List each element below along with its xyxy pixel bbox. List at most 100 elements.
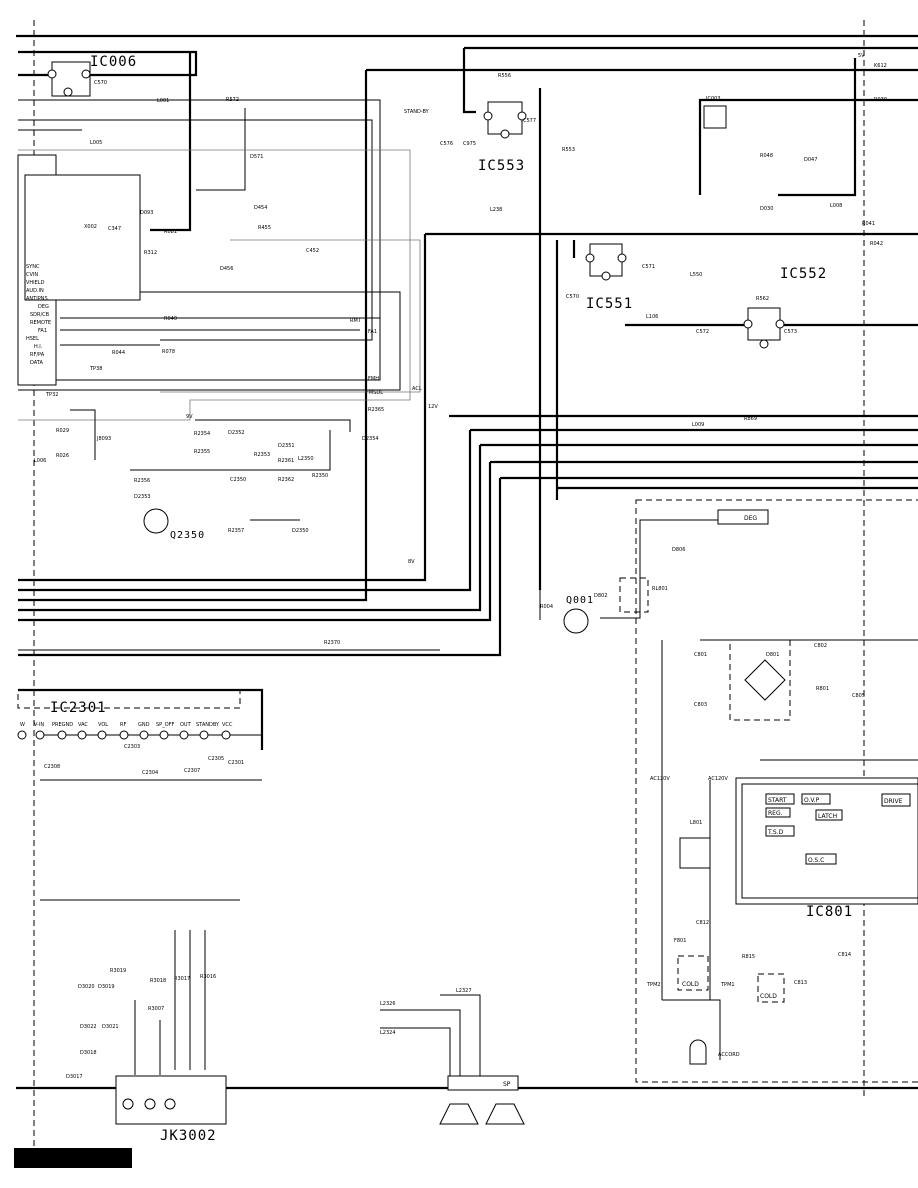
svg-text:SDR/CB: SDR/CB: [30, 312, 50, 318]
ref-f801: F801: [674, 938, 686, 944]
ref-r041: R041: [862, 221, 875, 227]
ref-r2361: R2361: [278, 458, 294, 464]
ref-c801: C801: [694, 652, 707, 658]
ic006-pin3: [63, 87, 73, 97]
wire-gray-1: [18, 149, 411, 421]
ref-r040: R040: [164, 316, 177, 322]
cold-box-2: [757, 973, 785, 1003]
ic006-label: IC006: [90, 54, 137, 70]
svg-text:STANDBY: STANDBY: [196, 722, 220, 728]
ref-l238: L238: [490, 207, 502, 213]
label-tpm2: TPM2: [646, 982, 661, 988]
power-section-frame: [635, 499, 918, 1083]
ref-d571: D571: [250, 154, 263, 160]
ref-d2350: D2350: [292, 528, 309, 534]
speaker-left: [439, 1103, 479, 1125]
ref-r572: R572: [226, 97, 239, 103]
ref-r048: R048: [760, 153, 773, 159]
ref-d2353: D2353: [134, 494, 151, 500]
ref-d3019: D3019: [98, 984, 115, 990]
svg-text:FA1: FA1: [38, 328, 47, 334]
accord-label: ACCORD: [718, 1052, 740, 1058]
latch-label: LATCH: [818, 813, 837, 820]
ic2301-pins: W V-IN PREGND VAC VOL RF GND SP_OFF OUT …: [20, 722, 233, 728]
ref-d456: D456: [220, 266, 233, 272]
ref-c570: C570: [94, 80, 107, 86]
wire-2: [18, 119, 373, 341]
ref-c2307: C2307: [184, 768, 200, 774]
label-5v: 5V: [858, 53, 865, 59]
ref-c571: C571: [642, 264, 655, 270]
label-ac120v-1: AC120V: [650, 776, 670, 782]
ref-r869: R869: [744, 416, 757, 422]
svg-text:RF/PA: RF/PA: [30, 352, 45, 358]
wire-25: [380, 1027, 451, 1080]
ref-r078: R078: [162, 349, 175, 355]
svg-text:VHIELD: VHIELD: [26, 280, 45, 286]
ref-r3019: R3019: [110, 968, 126, 974]
ref-c814: C814: [838, 952, 851, 958]
wire-10: [195, 419, 351, 432]
svg-text:GND: GND: [138, 722, 150, 728]
ref-d047: D047: [804, 157, 817, 163]
ref-d3017: D3017: [66, 1074, 83, 1080]
wire-15: [600, 519, 745, 619]
ref-c577: C577: [523, 118, 536, 124]
label-k612: K612: [874, 63, 887, 69]
wire-gray-2: [160, 239, 421, 393]
bus-7: [18, 430, 472, 592]
start-label: START: [768, 797, 787, 804]
ac-plug: [689, 1039, 707, 1065]
micro-pin-labels: SYNC CVIN VHIELD AUD.IN ANTIPNS DEG SDR/…: [26, 264, 51, 366]
ref-r2356: R2356: [134, 478, 150, 484]
svg-text:SP_OFF: SP_OFF: [156, 722, 175, 728]
ovp-label: O.V.P: [804, 797, 820, 804]
ref-c452: C452: [306, 248, 319, 254]
ref-d3022: D3022: [80, 1024, 97, 1030]
ic553-body: [487, 101, 523, 135]
bus-11: [18, 462, 492, 622]
ref-r553: R553: [562, 147, 575, 153]
ic003-label: IC003: [706, 96, 721, 102]
ref-r026: R026: [56, 453, 69, 459]
svg-text:W: W: [20, 722, 25, 728]
ref-r2355: R2355: [194, 449, 210, 455]
page-footer-bar: [14, 1148, 132, 1168]
svg-text:H.I.: H.I.: [34, 344, 43, 350]
ref-r042: R042: [870, 241, 883, 247]
ref-r2353: R2353: [254, 452, 270, 458]
ref-r2362: R2362: [278, 477, 294, 483]
ref-r3017: R3017: [174, 976, 190, 982]
svg-text:SYNC: SYNC: [26, 264, 40, 270]
ref-c570b: C570: [566, 294, 579, 300]
label-tp32: TP32: [45, 392, 58, 398]
wire-6: [60, 317, 381, 326]
label-tp38: TP38: [89, 366, 102, 372]
ref-c803: C803: [694, 702, 707, 708]
cold-box-1: [677, 955, 709, 991]
ref-l006: L006: [34, 458, 46, 464]
ref-d802: D802: [594, 593, 607, 599]
label-12v: 12V: [428, 404, 438, 410]
svg-text:PREGND: PREGND: [52, 722, 73, 728]
ref-c347: C347: [108, 226, 121, 232]
ref-l008: L008: [830, 203, 842, 209]
rl801-relay: [619, 577, 649, 613]
svg-text:DATA: DATA: [30, 360, 43, 366]
ref-r562: R562: [756, 296, 769, 302]
ref-r039: R039: [874, 97, 887, 103]
wire-18: [662, 999, 721, 1060]
ref-d454: D454: [254, 205, 267, 211]
svg-text:V-IN: V-IN: [34, 722, 44, 728]
ref-d806: D806: [672, 547, 685, 553]
label-fmsdl: FMSDL: [366, 390, 383, 396]
ref-c2308: C2308: [44, 764, 60, 770]
bus-9: [18, 445, 482, 612]
ref-r2357: R2357: [228, 528, 244, 534]
ic003-body: [703, 105, 727, 129]
svg-text:HSEL: HSEL: [26, 336, 39, 342]
svg-text:VCC: VCC: [222, 722, 233, 728]
ref-l005: L005: [90, 140, 102, 146]
ref-r2354: R2354: [194, 431, 210, 437]
